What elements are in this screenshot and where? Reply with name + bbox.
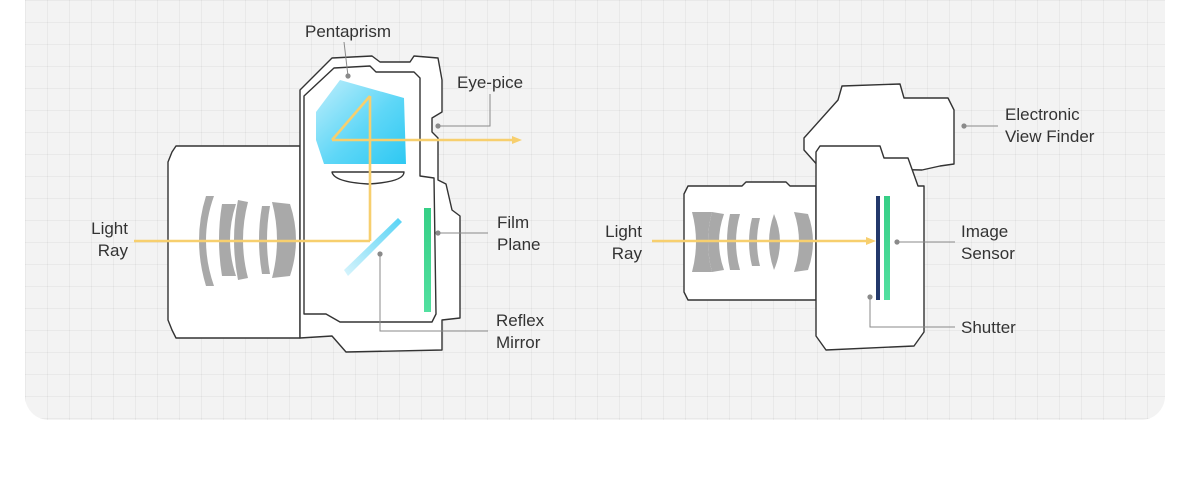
dslr-camera <box>134 55 522 353</box>
focusing-screen <box>331 171 405 185</box>
pentaprism-label: Pentaprism <box>305 22 391 41</box>
evf-label-line2: View Finder <box>1005 127 1095 146</box>
image-sensor-label-line2: Sensor <box>961 244 1015 263</box>
shutter-label: Shutter <box>961 318 1016 337</box>
pentaprism-glass <box>316 80 406 164</box>
dslr-light-ray <box>134 95 512 243</box>
dslr-light-ray-label-line2: Ray <box>98 241 129 260</box>
dslr-light-ray-label-line1: Light <box>91 219 128 238</box>
mirrorless-leaders <box>867 123 998 328</box>
reflex-mirror-label-line2: Mirror <box>496 333 541 352</box>
reflex-mirror-label-line1: Reflex <box>496 311 545 330</box>
dslr-ray-arrowhead <box>512 136 522 144</box>
dslr-leaders <box>343 41 491 332</box>
evf-label-line1: Electronic <box>1005 105 1080 124</box>
mirrorless-light-ray-label-line2: Ray <box>612 244 643 263</box>
film-plane <box>424 208 431 312</box>
mirrorless-body <box>815 145 925 351</box>
film-plane-label-line1: Film <box>497 213 529 232</box>
eyepiece-label: Eye-pice <box>457 73 523 92</box>
mirrorless-light-ray-label-line1: Light <box>605 222 642 241</box>
image-sensor-label-line1: Image <box>961 222 1008 241</box>
mirrorless-ray-arrowhead <box>866 237 876 245</box>
diagram-background <box>25 0 1165 420</box>
mirrorless-camera <box>652 83 955 351</box>
shutter <box>876 196 880 300</box>
image-sensor <box>884 196 890 300</box>
reflex-mirror <box>344 218 402 276</box>
film-plane-label-line2: Plane <box>497 235 540 254</box>
